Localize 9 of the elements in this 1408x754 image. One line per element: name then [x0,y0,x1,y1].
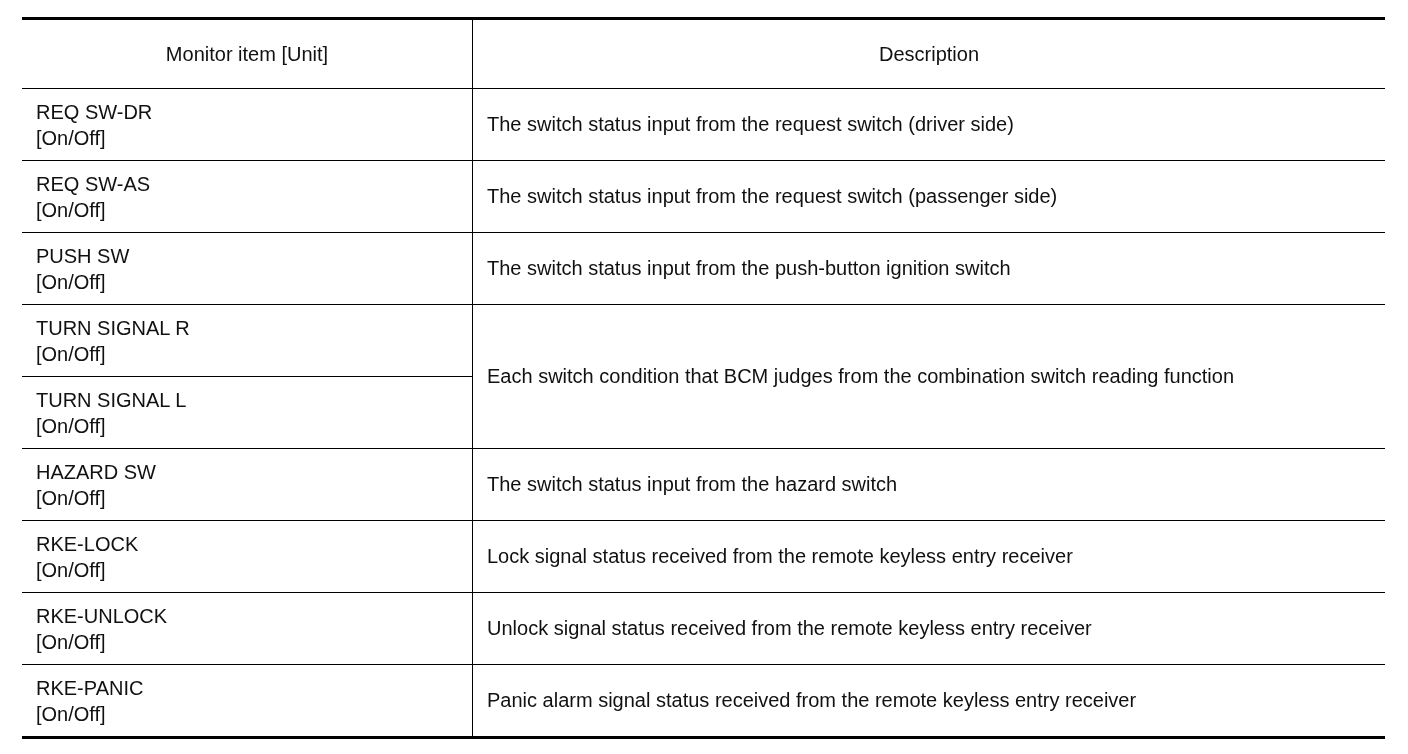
monitor-item-cell: TURN SIGNAL L [On/Off] [22,376,473,449]
column-header: Monitor item [Unit] [22,18,473,89]
monitor-item-cell: REQ SW-AS [On/Off] [22,160,473,233]
monitor-item-cell: HAZARD SW [On/Off] [22,448,473,521]
monitor-item-cell: RKE-UNLOCK [On/Off] [22,592,473,665]
monitor-item-cell: TURN SIGNAL R [On/Off] [22,304,473,377]
monitor-item-cell: REQ SW-DR [On/Off] [22,88,473,161]
monitor-item-cell: RKE-LOCK [On/Off] [22,520,473,593]
monitor-item-cell: PUSH SW [On/Off] [22,232,473,305]
